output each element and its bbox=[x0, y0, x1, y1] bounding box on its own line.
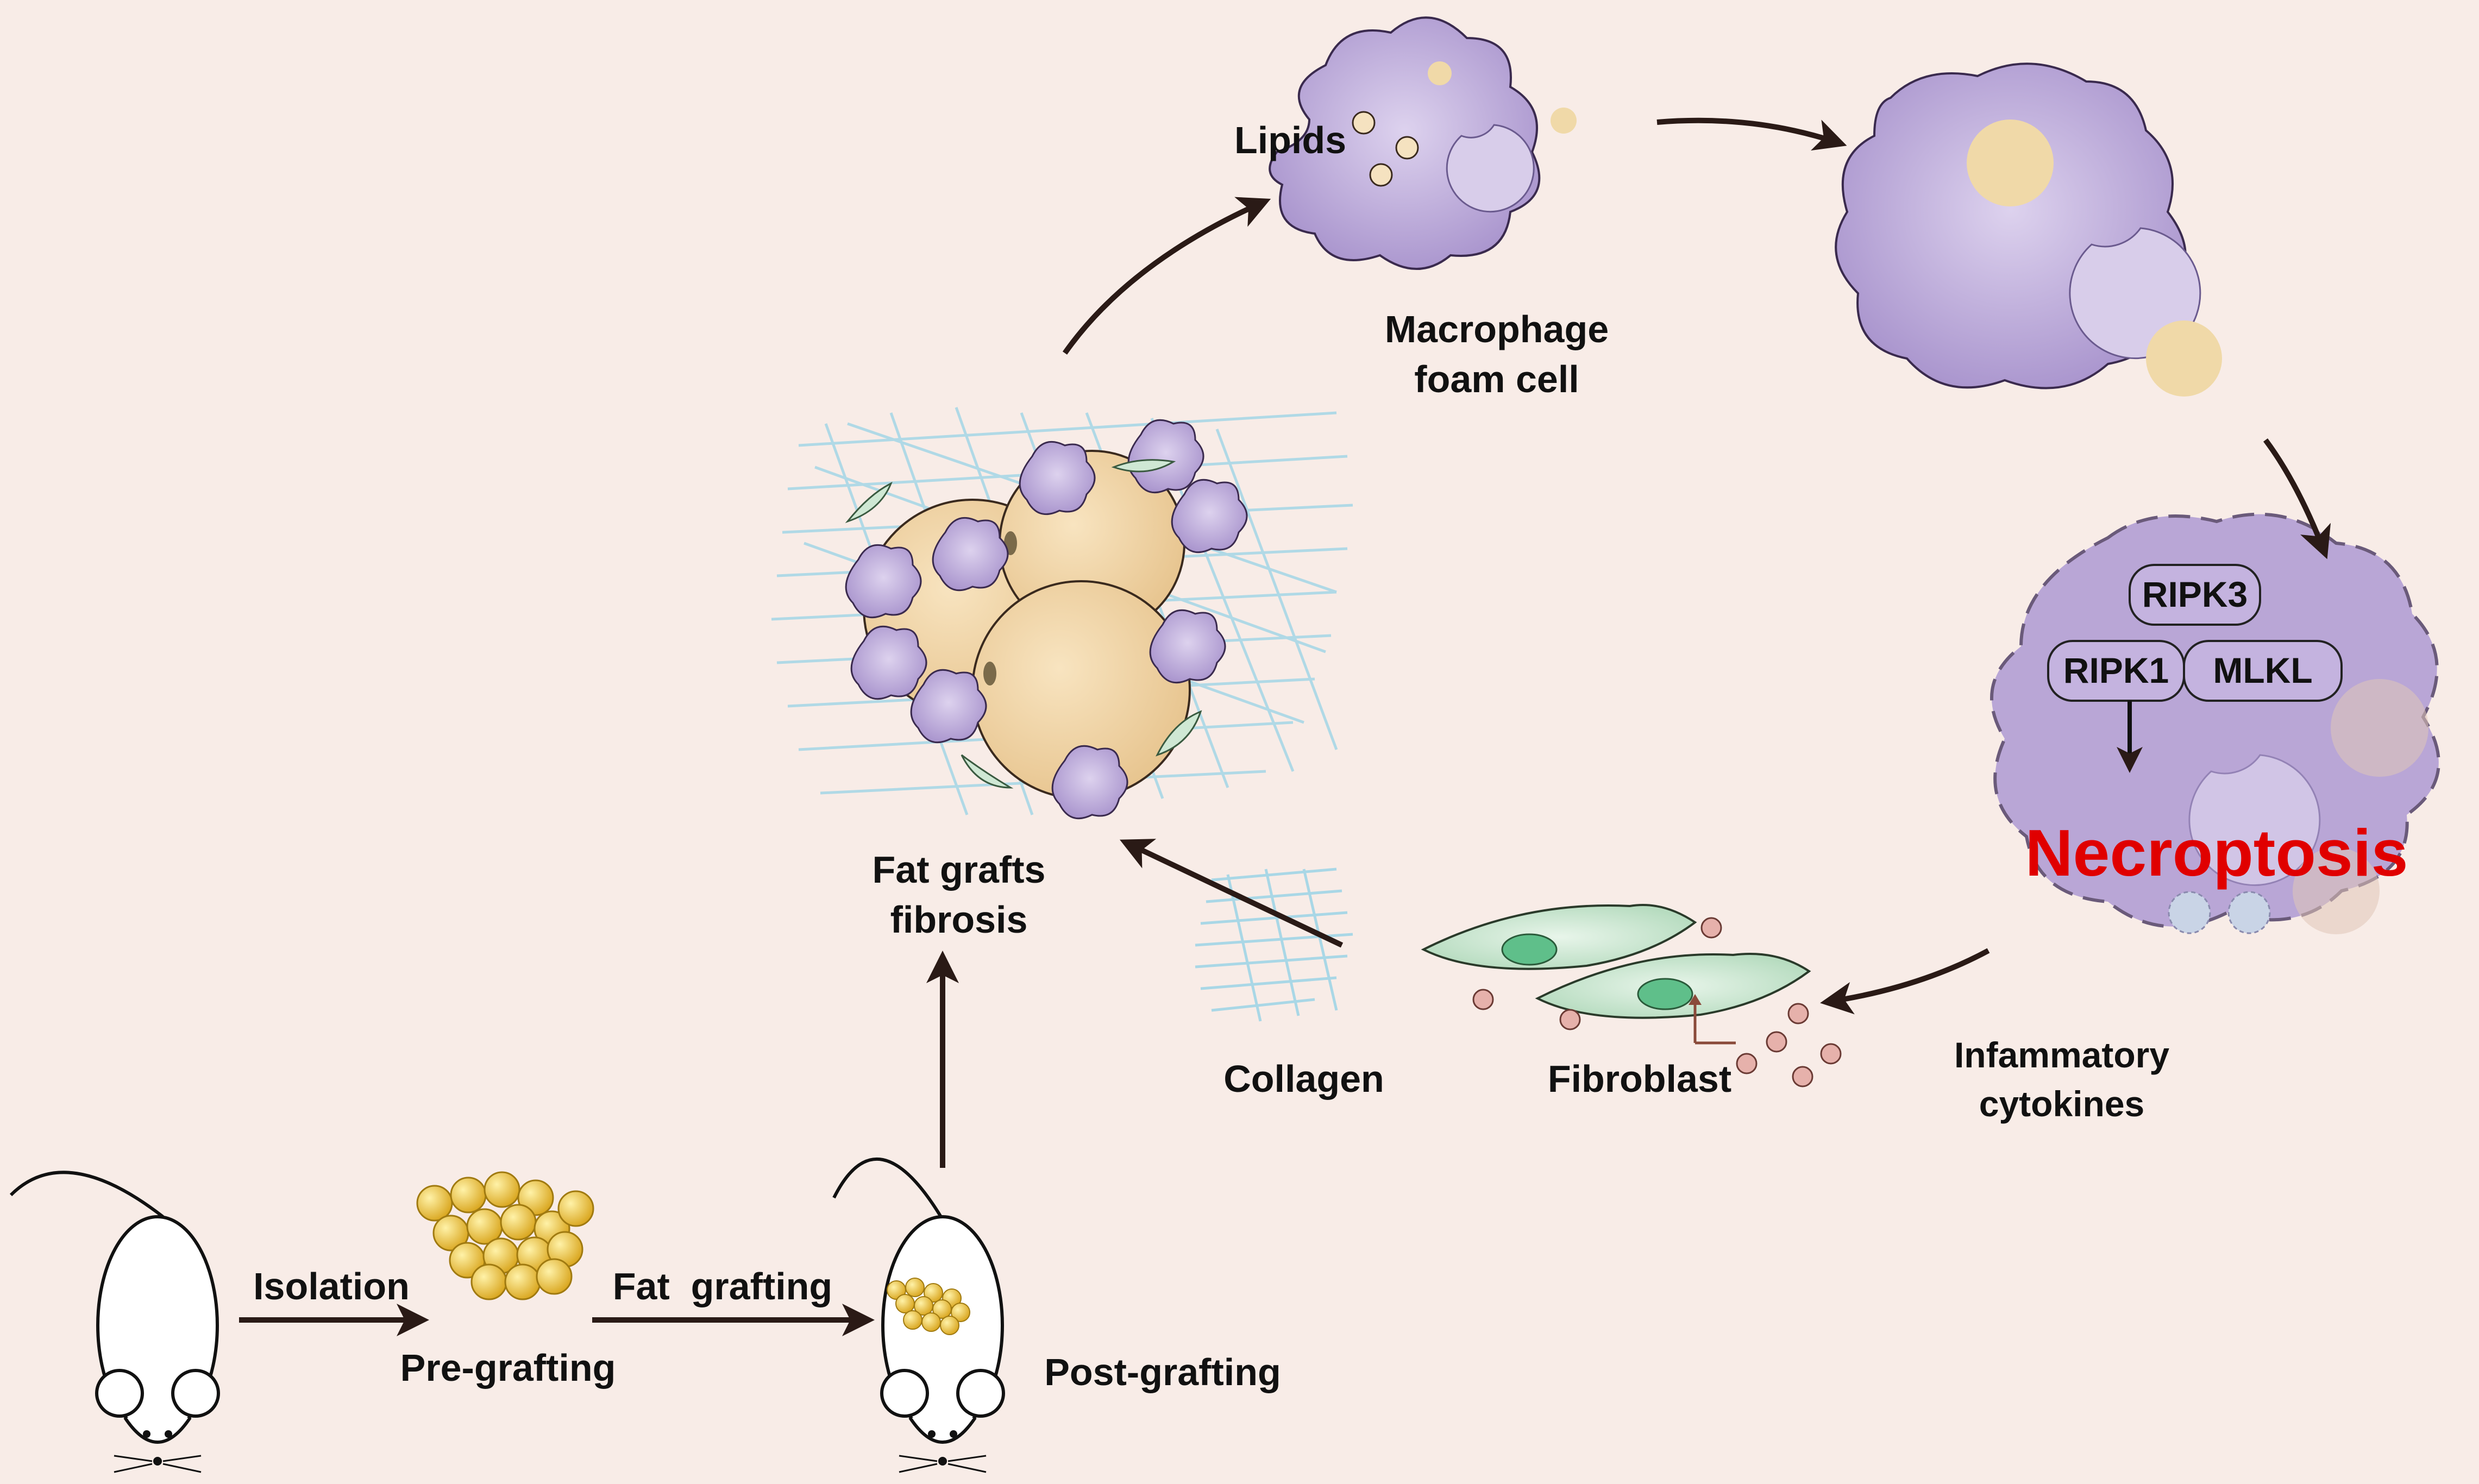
macrophage-label: Macrophage bbox=[1385, 308, 1609, 350]
fibroblast-label: Fibroblast bbox=[1548, 1058, 1731, 1100]
fibrosis-label: fibrosis bbox=[890, 898, 1028, 941]
arrow-necroptosis-to-cytokines bbox=[1820, 948, 1990, 1015]
cytokines-label: cytokines bbox=[1979, 1084, 2144, 1124]
fat-grafts-label: Fat grafts bbox=[873, 848, 1046, 891]
cytokine-particles bbox=[1472, 917, 1842, 1087]
flow-arrows bbox=[239, 117, 2331, 1336]
mouse-recipient bbox=[832, 1158, 1005, 1473]
ripk1-box: RIPK1 bbox=[2047, 640, 2185, 702]
ripk3-box: RIPK3 bbox=[2129, 564, 2261, 626]
lipid-droplets bbox=[1352, 111, 1419, 187]
mlkl-box: MLKL bbox=[2183, 640, 2343, 702]
inflammatory-label: Infammatory bbox=[1954, 1035, 2169, 1075]
isolated-fat-pellet bbox=[416, 1171, 594, 1300]
fat-grafting-label: Fat grafting bbox=[613, 1265, 832, 1307]
graft-macrophages bbox=[845, 419, 1248, 820]
mlkl-label: MLKL bbox=[2213, 650, 2312, 690]
ripk1-label: RIPK1 bbox=[2063, 650, 2169, 690]
fibroblast-cells bbox=[1421, 904, 1811, 1045]
pre-grafting-label: Pre-grafting bbox=[400, 1347, 616, 1389]
collagen-fibers bbox=[1195, 867, 1353, 1022]
large-macrophage bbox=[1835, 62, 2222, 397]
arrow-collagen-to-graft bbox=[1119, 839, 1344, 948]
ripk3-label: RIPK3 bbox=[2142, 574, 2248, 614]
necroptotic-cell bbox=[1990, 512, 2440, 934]
post-grafting-label: Post-grafting bbox=[1044, 1351, 1281, 1393]
necroptosis-label: Necroptosis bbox=[2025, 816, 2408, 890]
foam-cell-label: foam cell bbox=[1414, 358, 1579, 400]
isolation-label: Isolation bbox=[253, 1265, 410, 1307]
lipids-label: Lipids bbox=[1234, 119, 1346, 161]
arrow-large-to-necroptosis bbox=[2263, 438, 2331, 559]
arrow-graft-to-lipids bbox=[1062, 197, 1271, 355]
collagen-label: Collagen bbox=[1223, 1058, 1384, 1100]
mouse-donor bbox=[9, 1171, 220, 1473]
arrow-foam-to-large bbox=[1656, 117, 1847, 151]
graft-fibroblasts bbox=[845, 459, 1202, 789]
grafted-fat-pellet bbox=[887, 1278, 970, 1335]
